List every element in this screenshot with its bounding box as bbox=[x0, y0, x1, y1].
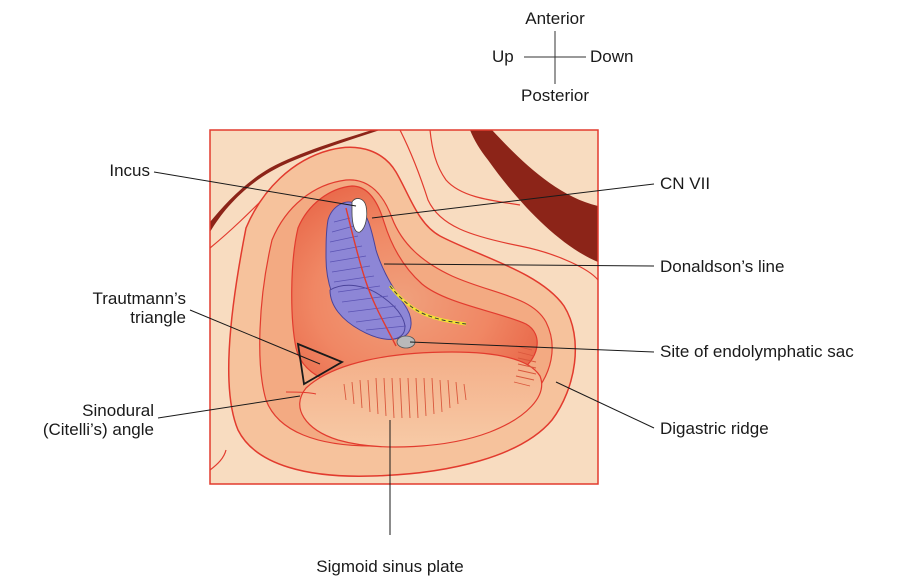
mastoid-frame bbox=[210, 130, 598, 484]
label-trautmanns-triangle-line2: triangle bbox=[20, 308, 186, 327]
orientation-down-label: Down bbox=[590, 47, 633, 66]
label-sigmoid-sinus-plate: Sigmoid sinus plate bbox=[270, 557, 510, 576]
label-incus: Incus bbox=[60, 161, 150, 180]
label-sinodural-angle-line2: (Citelli’s) angle bbox=[10, 420, 154, 439]
orientation-anterior-label: Anterior bbox=[505, 9, 605, 28]
orientation-cross bbox=[524, 31, 586, 84]
label-sinodural-angle-line1: Sinodural bbox=[10, 401, 154, 420]
label-cn-vii: CN VII bbox=[660, 174, 710, 193]
orientation-posterior-label: Posterior bbox=[505, 86, 605, 105]
label-endolymphatic-sac: Site of endolymphatic sac bbox=[660, 342, 854, 361]
label-digastric-ridge: Digastric ridge bbox=[660, 419, 769, 438]
label-donaldsons-line: Donaldson’s line bbox=[660, 257, 784, 276]
label-trautmanns-triangle-line1: Trautmann’s bbox=[20, 289, 186, 308]
orientation-up-label: Up bbox=[492, 47, 514, 66]
